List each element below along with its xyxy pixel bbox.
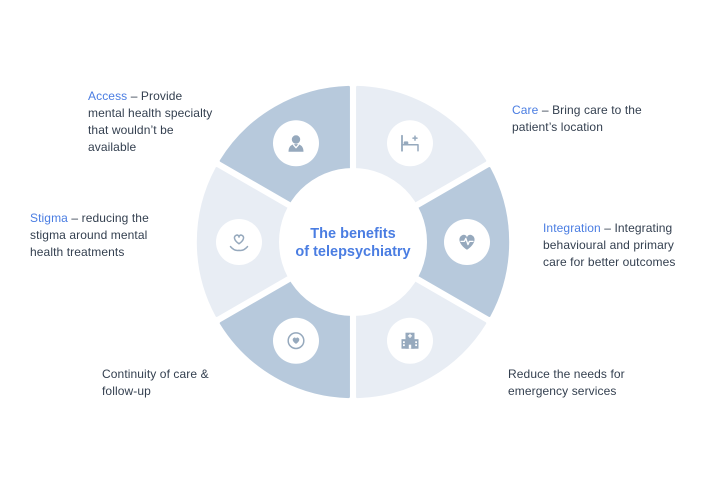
- segment-continuity: [219, 280, 350, 399]
- icon-circle: [216, 219, 262, 265]
- heart-pulse-icon: [459, 234, 475, 250]
- center-circle: [279, 168, 427, 316]
- care-text: – Bring care to the patient’s location: [512, 103, 642, 135]
- segment-integration: [417, 167, 510, 317]
- integration-label: Integration – Integrating behavioural an…: [543, 220, 697, 271]
- segment-stigma: [196, 167, 289, 317]
- segment-care: [356, 85, 487, 204]
- hands-heart-icon: [229, 234, 249, 252]
- heart-cycle-icon: [287, 332, 305, 350]
- reduce-label: Reduce the needs for emergency services: [508, 366, 656, 400]
- access-text: – Provide mental health specialty that w…: [88, 89, 213, 155]
- continuity-text: Continuity of care & follow-up: [102, 367, 209, 399]
- access-keyword: Access: [88, 89, 128, 103]
- access-label: Access – Provide mental health specialty…: [88, 88, 218, 156]
- stigma-keyword: Stigma: [30, 211, 68, 225]
- reduce-text: Reduce the needs for emergency services: [508, 367, 625, 399]
- stigma-text: – reducing the stigma around mental heal…: [30, 211, 149, 260]
- integration-text: – Integrating behavioural and primary ca…: [543, 221, 676, 270]
- care-label: Care – Bring care to the patient’s locat…: [512, 102, 648, 136]
- center-title-line2: of telepsychiatry: [295, 244, 410, 260]
- care-keyword: Care: [512, 103, 539, 117]
- person-icon: [288, 135, 304, 152]
- stigma-label: Stigma – reducing the stigma around ment…: [30, 210, 170, 261]
- segment-reduce: [356, 280, 487, 399]
- hospital-bed-icon: [401, 134, 419, 152]
- continuity-label: Continuity of care & follow-up: [102, 366, 220, 400]
- hospital-building-icon: [401, 332, 419, 349]
- center-title-line1: The benefits: [310, 226, 395, 242]
- icon-circle: [387, 120, 433, 167]
- integration-keyword: Integration: [543, 221, 601, 235]
